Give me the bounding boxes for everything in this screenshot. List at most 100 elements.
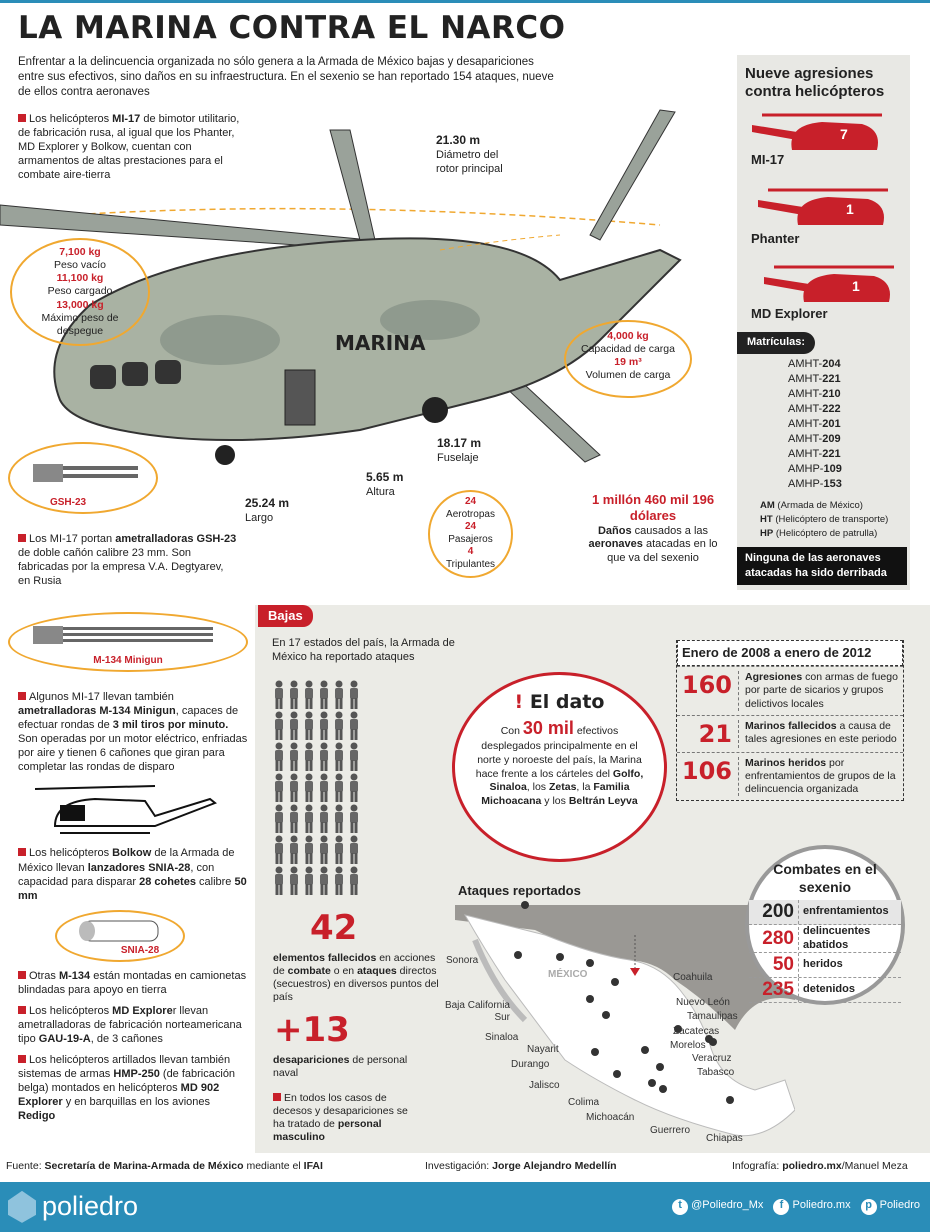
attack-marker [602,1011,610,1019]
poliedro-logo[interactable]: poliedro [8,1190,138,1224]
mexico-map [455,901,795,1137]
period-header: Enero de 2008 a enero de 2012 [677,640,903,667]
soldier-icon [302,742,317,773]
attack-marker [641,1046,649,1054]
matriculas-label: Matrículas: [737,332,816,354]
aircraft-count: 1 [852,278,860,294]
period-text: Marinos fallecidos a causa de tales agre… [745,719,897,745]
hmp250-note: Los helicópteros artillados llevan tambi… [18,1054,236,1123]
map-state-label: Veracruz [692,1053,732,1064]
facebook-icon: f [773,1199,790,1215]
soldier-icon [317,711,332,742]
male-personnel-note: En todos los casos de decesos y desapari… [273,1092,408,1144]
soldier-icon [272,773,287,804]
facebook-link[interactable]: f Poliedro.mx [773,1199,851,1215]
pinterest-link[interactable]: p Poliedro [860,1199,920,1215]
source-credit: Fuente: Secretaría de Marina-Armada de M… [6,1160,323,1172]
combate-label: detenidos [803,983,855,995]
alert-icon: ! [514,691,524,713]
soldier-icon [272,711,287,742]
aircraft-silhouette: 7 [752,110,892,150]
no-aircraft-downed-note: Ninguna de las aeronaves atacadas ha sid… [737,547,907,585]
attack-marker [591,1048,599,1056]
map-state-label: Coahuila [673,972,713,983]
attack-marker [659,1085,667,1093]
soldier-icon [347,742,362,773]
weapons-column: Algunos MI-17 llevan también ametrallado… [18,690,250,1124]
research-credit: Investigación: Jorge Alejandro Medellín [425,1160,617,1172]
soldier-icon [287,742,302,773]
combate-number: 235 [749,978,799,1002]
soldier-icon [347,835,362,866]
map-state-label: Guerrero [650,1125,691,1136]
infographic-credit: Infografía: poliedro.mx/Manuel Meza [732,1160,908,1172]
combate-number: 200 [749,900,799,924]
twitter-link[interactable]: t @Poliedro_Mx [672,1199,763,1215]
map-state-label: Sinaloa [485,1032,519,1043]
bolkow-helicopter-icon [35,785,217,835]
soldier-icon [287,680,302,711]
helicopter-icon [764,265,894,302]
map-state-label: Zacatecas [673,1026,720,1037]
soldier-icon [332,866,347,897]
map-state-label: Jalisco [529,1080,560,1091]
attack-marker [514,951,522,959]
gsh23-note: Los MI-17 portan ametralladoras GSH-23 d… [18,533,237,588]
period-number: 160 [677,671,739,711]
soldier-icon [317,804,332,835]
bajas-tab: Bajas [258,605,313,628]
soldier-icon [272,835,287,866]
period-number: 106 [677,756,739,796]
soldier-icon [287,866,302,897]
combates-title: Combates en el sexenio [773,861,877,895]
attack-marker [556,953,564,961]
soldier-icon [317,742,332,773]
matricula-item: AMHT-222 [788,403,841,415]
aircraft-name: MI-17 [751,152,785,167]
attack-marker [709,1038,717,1046]
soldier-icon [287,711,302,742]
attack-marker [648,1079,656,1087]
soldier-icon [302,711,317,742]
attack-marker [613,1070,621,1078]
combate-label: delincuentes abatidos [803,924,871,951]
missing-description: desapariciones de personal naval [273,1054,408,1080]
attack-marker [521,901,529,909]
helicopter-icon [758,188,888,225]
combate-number: 50 [749,953,799,977]
map-state-label: Nayarit [527,1044,559,1055]
minigun-illustration: M-134 Minigun [8,612,248,672]
helicopter-marina-label: MARINA [335,331,426,355]
soldier-grid [272,680,367,897]
brand-band: poliedro t @Poliedro_Mx f Poliedro.mx p … [0,1182,930,1232]
soldier-icon [302,773,317,804]
soldier-icon [287,835,302,866]
soldier-icon [287,773,302,804]
attack-marker [674,1025,682,1033]
aircraft-count: 1 [846,201,854,217]
soldier-icon [332,680,347,711]
aircraft-silhouette: 1 [764,262,904,302]
minigun-icon [33,626,213,644]
legend-item: HP (Helicóptero de patrulla) [760,528,878,539]
md-explorer-note: Los helicópteros MD Explorer llevan amet… [18,1004,242,1046]
soldier-icon [332,804,347,835]
mi17-helicopter-illustration: MARINA [0,109,682,465]
attack-marker [611,978,619,986]
combate-label: enfrentamientos [803,905,889,917]
soldier-icon [347,773,362,804]
bolkow-note: Los helicópteros Bolkow de la Armada de … [18,847,247,902]
period-number: 21 [677,719,739,748]
m134-trucks-note: Otras M-134 están montadas en camionetas… [18,969,247,996]
matricula-item: AMHT-201 [788,418,841,430]
damage-info: 1 millón 460 mil 196 dólares Daños causa… [588,492,718,564]
